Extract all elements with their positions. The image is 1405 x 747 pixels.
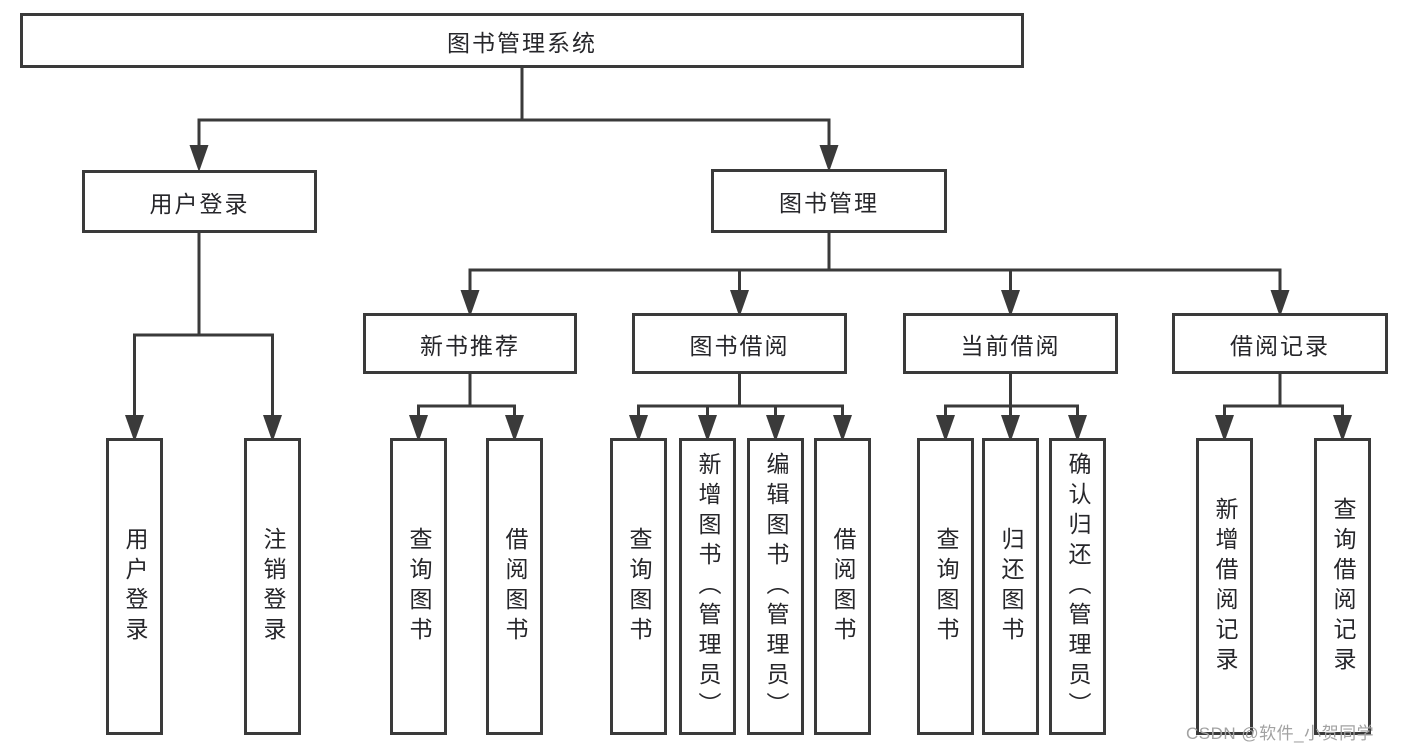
node-label: 当前借阅 bbox=[960, 332, 1061, 359]
node-label: 查询借阅记录 bbox=[1330, 496, 1356, 677]
node-borrow-books-borrowing: 借阅图书 bbox=[814, 438, 871, 735]
node-confirm-return-admin: 确认归还（管理员） bbox=[1049, 438, 1106, 735]
node-query-books-borrowing: 查询图书 bbox=[610, 438, 667, 735]
node-user-login-leaf: 用户登录 bbox=[106, 438, 163, 735]
node-book-borrowing: 图书借阅 bbox=[632, 313, 847, 374]
node-label: 归还图书 bbox=[998, 526, 1024, 647]
node-book-management: 图书管理 bbox=[711, 169, 947, 233]
node-add-borrow-record: 新增借阅记录 bbox=[1196, 438, 1253, 735]
node-label: 查询图书 bbox=[406, 526, 432, 647]
node-logout-leaf: 注销登录 bbox=[244, 438, 301, 735]
node-label: 用户登录 bbox=[149, 190, 250, 217]
node-label: 用户登录 bbox=[122, 526, 148, 647]
node-edit-book-admin: 编辑图书（管理员） bbox=[747, 438, 804, 735]
node-borrow-books-recommend: 借阅图书 bbox=[486, 438, 543, 735]
node-user-login: 用户登录 bbox=[82, 170, 317, 233]
node-label: 新增借阅记录 bbox=[1212, 496, 1238, 677]
node-label: 查询图书 bbox=[626, 526, 652, 647]
node-label: 借阅记录 bbox=[1230, 332, 1330, 359]
node-label: 编辑图书（管理员） bbox=[763, 451, 789, 722]
node-library-management-system: 图书管理系统 bbox=[20, 13, 1024, 68]
node-label: 图书管理 bbox=[779, 190, 879, 216]
node-label: 新书推荐 bbox=[420, 332, 520, 359]
csdn-watermark: CSDN @软件_小贺同学 bbox=[1186, 724, 1375, 743]
node-label: 确认归还（管理员） bbox=[1065, 451, 1091, 722]
node-label: 注销登录 bbox=[260, 526, 286, 647]
node-label: 新增图书（管理员） bbox=[695, 451, 721, 722]
node-new-book-recommendation: 新书推荐 bbox=[363, 313, 577, 374]
node-query-books-current: 查询图书 bbox=[917, 438, 974, 735]
node-query-borrow-record: 查询借阅记录 bbox=[1314, 438, 1371, 735]
node-return-books: 归还图书 bbox=[982, 438, 1039, 735]
node-add-book-admin: 新增图书（管理员） bbox=[679, 438, 736, 735]
node-label: 图书管理系统 bbox=[447, 29, 597, 56]
node-label: 查询图书 bbox=[933, 526, 959, 647]
node-query-books-recommend: 查询图书 bbox=[390, 438, 447, 735]
node-borrowing-records: 借阅记录 bbox=[1172, 313, 1388, 374]
node-current-borrowing: 当前借阅 bbox=[903, 313, 1118, 374]
node-label: 借阅图书 bbox=[830, 526, 856, 647]
node-label: 借阅图书 bbox=[502, 526, 528, 647]
node-label: 图书借阅 bbox=[689, 332, 790, 359]
